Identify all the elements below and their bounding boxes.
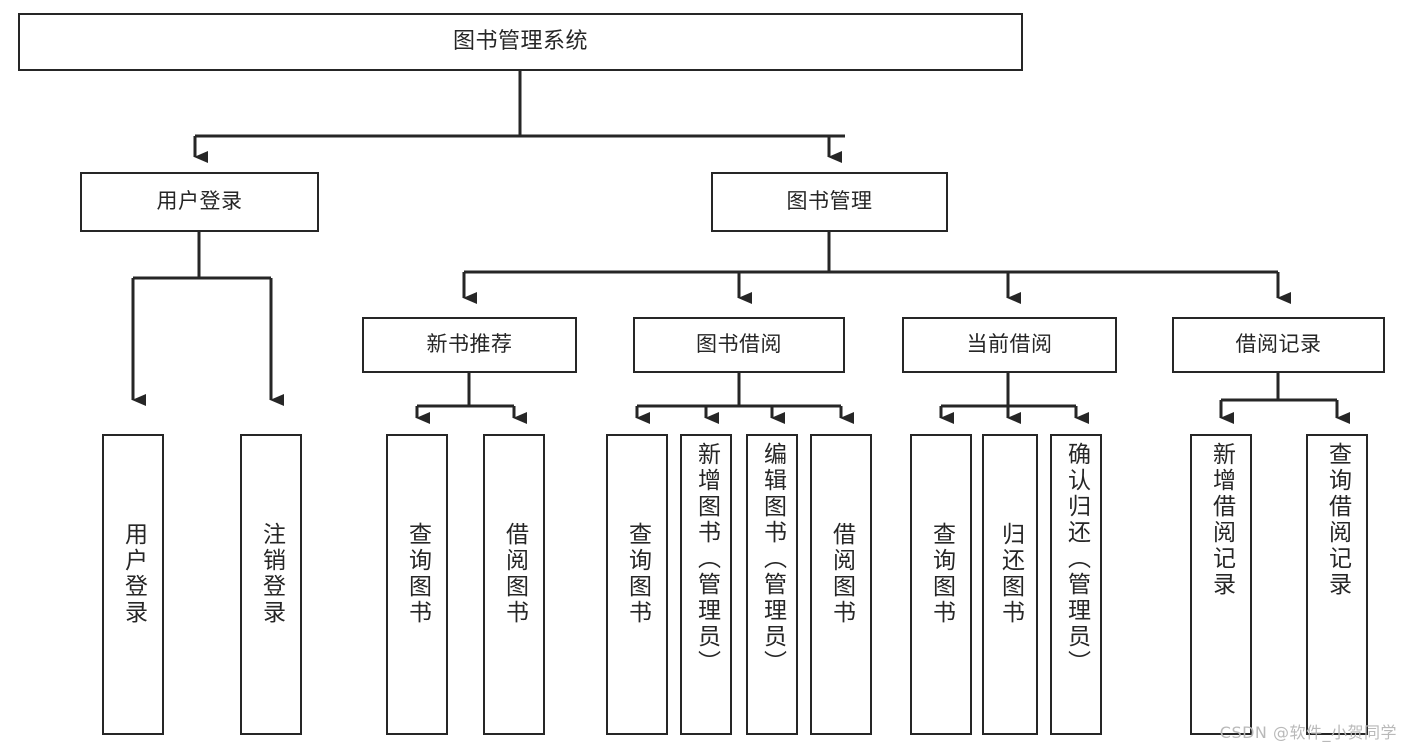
leaf-recommend-borrow-book[interactable]: 借阅图书 <box>483 434 545 735</box>
leaf-confirm-return-admin[interactable]: 确认归还（管理员） <box>1050 434 1102 735</box>
node-label: 确认归还（管理员） <box>1063 442 1090 676</box>
leaf-recommend-query-book[interactable]: 查询图书 <box>386 434 448 735</box>
node-current-borrow[interactable]: 当前借阅 <box>902 317 1117 373</box>
node-borrow-record[interactable]: 借阅记录 <box>1172 317 1385 373</box>
node-label: 查询图书 <box>928 522 955 626</box>
node-label: 查询图书 <box>624 522 651 626</box>
node-label: 借阅图书 <box>828 522 855 626</box>
leaf-return-book[interactable]: 归还图书 <box>982 434 1038 735</box>
node-label: 当前借阅 <box>966 332 1053 357</box>
node-label: 借阅图书 <box>501 522 528 626</box>
node-label: 编辑图书（管理员） <box>759 442 786 676</box>
leaf-add-borrow-record[interactable]: 新增借阅记录 <box>1190 434 1252 735</box>
node-label: 图书管理 <box>786 189 873 214</box>
node-user-login[interactable]: 用户登录 <box>80 172 319 232</box>
leaf-edit-book-admin[interactable]: 编辑图书（管理员） <box>746 434 798 735</box>
node-book-borrow[interactable]: 图书借阅 <box>633 317 845 373</box>
node-label: 查询借阅记录 <box>1324 442 1351 598</box>
node-label: 借阅记录 <box>1235 332 1322 357</box>
leaf-query-borrow-record[interactable]: 查询借阅记录 <box>1306 434 1368 735</box>
leaf-current-query-book[interactable]: 查询图书 <box>910 434 972 735</box>
csdn-watermark: CSDN @软件_小贺同学 <box>1219 723 1397 742</box>
node-book-management[interactable]: 图书管理 <box>711 172 948 232</box>
leaf-add-book-admin[interactable]: 新增图书（管理员） <box>680 434 732 735</box>
node-label: 注销登录 <box>258 522 285 626</box>
leaf-borrow-borrow-book[interactable]: 借阅图书 <box>810 434 872 735</box>
node-new-book-recommend[interactable]: 新书推荐 <box>362 317 577 373</box>
leaf-logout[interactable]: 注销登录 <box>240 434 302 735</box>
node-label: 归还图书 <box>997 522 1024 626</box>
node-label: 用户登录 <box>156 189 243 214</box>
node-label: 新书推荐 <box>426 332 513 357</box>
node-label: 查询图书 <box>404 522 431 626</box>
node-root-book-management-system[interactable]: 图书管理系统 <box>18 13 1023 71</box>
leaf-user-login[interactable]: 用户登录 <box>102 434 164 735</box>
node-label: 图书借阅 <box>696 332 782 357</box>
node-label: 用户登录 <box>120 522 147 626</box>
node-label: 图书管理系统 <box>452 28 588 54</box>
leaf-borrow-query-book[interactable]: 查询图书 <box>606 434 668 735</box>
node-label: 新增图书（管理员） <box>693 442 720 676</box>
node-label: 新增借阅记录 <box>1208 442 1235 598</box>
